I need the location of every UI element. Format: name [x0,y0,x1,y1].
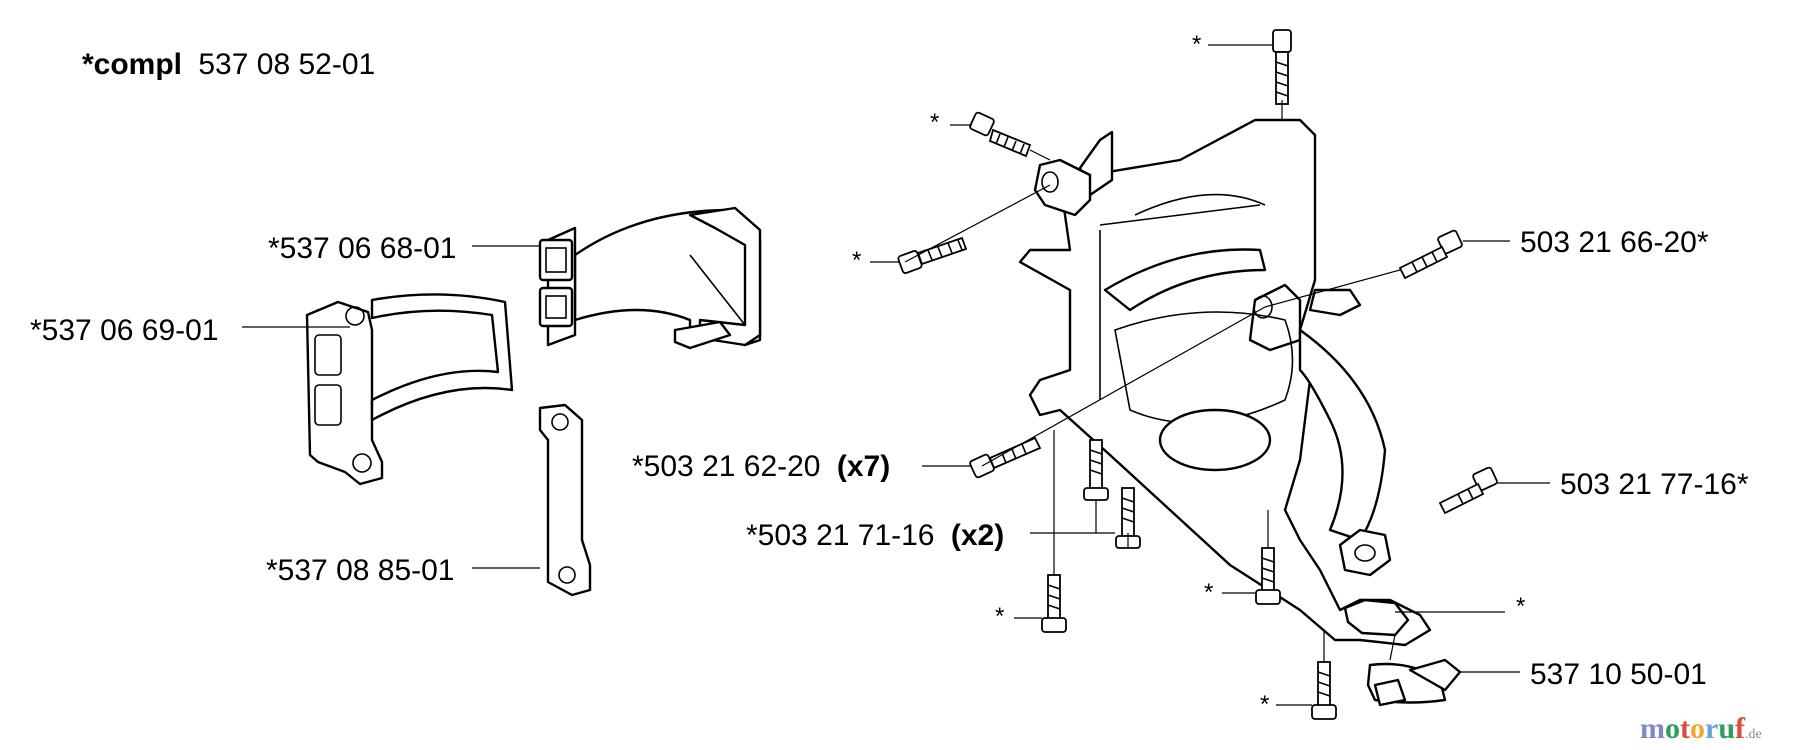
small-gasket-part [538,403,592,597]
gasket-part [305,293,514,486]
screw-pair-lower [1115,487,1141,549]
label-503-21-77-16: 503 21 77-16* [1560,468,1749,501]
watermark-letter-7: f [1735,712,1746,745]
watermark-letter-5: r [1705,712,1718,745]
watermark-logo: motoruf.de [1640,712,1762,745]
screw-left [897,236,968,274]
compl-label: *compl 537 08 52-01 [82,48,375,81]
asterisk-left: * [852,247,861,274]
screw-left-lower [969,436,1042,479]
compl-number: 537 08 52-01 [198,48,375,81]
asterisk-upper-left: * [930,109,939,136]
label-503-21-62-20-number: *503 21 62-20 [632,450,821,483]
screw-bottom-left [1041,574,1067,633]
watermark-letter-2: o [1665,712,1680,745]
label-537-06-68-01: *537 06 68-01 [268,232,457,265]
screw-bottom-mid [1255,547,1281,605]
label-503-21-62-20: *503 21 62-20 (x7) [632,450,890,483]
asterisk-top: * [1192,31,1201,58]
screw-right-upper [1398,229,1463,280]
screw-bottom-right [1311,661,1337,720]
watermark-letter-4: o [1690,712,1705,745]
label-537-06-69-01: *537 06 69-01 [30,314,219,347]
label-503-21-71-16-qty: (x2) [951,519,1004,552]
asterisk-bottom-mid: * [1204,579,1213,606]
label-537-10-50-01: 537 10 50-01 [1530,658,1707,691]
screw-top [1272,29,1292,105]
watermark-letter-6: u [1718,712,1735,745]
asterisk-bracket: * [1516,593,1525,620]
label-537-08-85-01: *537 08 85-01 [266,554,455,587]
compl-prefix: *compl [82,48,182,81]
asterisk-bottom-right: * [1260,691,1269,718]
screw-pair-upper [1083,439,1109,501]
watermark-suffix: .de [1745,727,1762,742]
label-503-21-66-20: 503 21 66-20* [1520,226,1709,259]
intake-adapter-part [538,206,762,350]
watermark-letter-3: t [1680,712,1690,745]
label-503-21-71-16-number: *503 21 71-16 [746,519,935,552]
main-housing-part [1018,118,1462,707]
asterisk-bottom-left: * [995,603,1004,630]
screw-upper-left [969,111,1032,158]
label-503-21-62-20-qty: (x7) [837,450,890,483]
svg-text:motoruf.de: motoruf.de [1640,712,1762,745]
label-503-21-71-16: *503 21 71-16 (x2) [746,519,1004,552]
screw-right-lower [1438,466,1498,515]
watermark-letter-1: m [1640,712,1665,745]
